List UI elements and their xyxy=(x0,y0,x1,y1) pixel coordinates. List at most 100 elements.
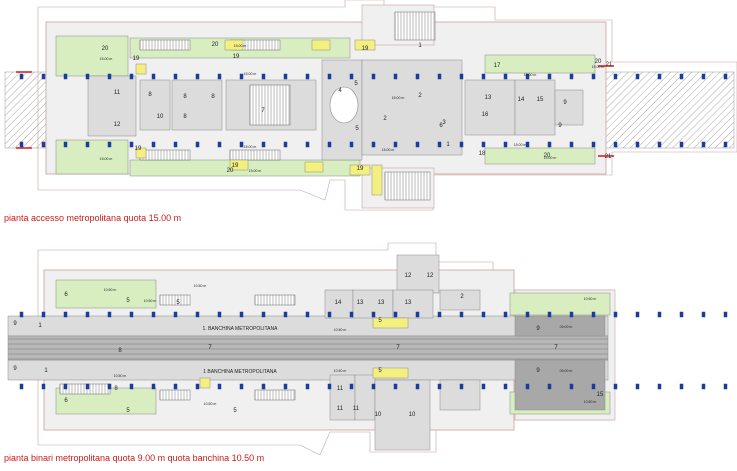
room-number-bottom: 11 xyxy=(337,406,344,412)
room-number-bottom: 2 xyxy=(460,294,464,300)
room-number-bottom: 13 xyxy=(405,300,412,306)
room-top-1 xyxy=(139,79,171,131)
room-number-top: 20 xyxy=(102,46,109,52)
room-number-bottom: 8 xyxy=(114,386,118,392)
room-number-top: 19 xyxy=(135,146,142,152)
lift-top-5 xyxy=(349,164,371,176)
column-bottom xyxy=(547,383,552,390)
room-bottom-s-0 xyxy=(329,374,356,421)
room-number-top: 19 xyxy=(357,166,364,172)
column-top xyxy=(569,73,574,80)
column-top xyxy=(151,73,156,80)
column-bottom xyxy=(437,383,442,390)
column-bottom xyxy=(393,311,398,318)
column-top xyxy=(195,73,200,80)
outline-access-level xyxy=(37,0,737,211)
column-bottom xyxy=(371,311,376,318)
zone-green-sw xyxy=(55,139,129,175)
column-bottom xyxy=(107,383,112,390)
column-top xyxy=(283,141,288,148)
column-top xyxy=(437,141,442,148)
lift-bottom-2 xyxy=(199,377,211,389)
room-number-bottom: 5 xyxy=(378,318,382,324)
room-number-top: 15 xyxy=(537,97,544,103)
level-tag-top: 15.00 m xyxy=(244,72,257,76)
column-bottom xyxy=(701,311,706,318)
column-bottom xyxy=(129,311,134,318)
column-top xyxy=(41,73,46,80)
column-top xyxy=(591,73,596,80)
room-number-bottom: 7 xyxy=(396,345,400,351)
column-top xyxy=(239,73,244,80)
room-bottom-n-3 xyxy=(392,289,434,319)
level-tag-top: 15.00 m xyxy=(544,156,557,160)
room-number-top: 20 xyxy=(227,168,234,174)
stair-top-2 xyxy=(139,39,191,51)
room-number-bottom: 10 xyxy=(375,412,382,418)
column-bottom xyxy=(151,383,156,390)
room-number-top: 1 xyxy=(446,142,450,148)
column-bottom xyxy=(723,311,728,318)
room-number-top: 11 xyxy=(114,90,121,96)
column-top xyxy=(547,141,552,148)
central-void xyxy=(329,86,359,124)
level-tag-top: 15.00 m xyxy=(524,73,537,77)
room-number-top: 2 xyxy=(383,116,387,122)
hatch-west-top xyxy=(4,71,48,149)
column-top xyxy=(723,141,728,148)
room-number-top: 5 xyxy=(355,126,359,132)
room-number-top: 6 xyxy=(439,123,443,129)
platform-end-upper xyxy=(514,315,606,337)
column-top xyxy=(393,141,398,148)
room-top-7 xyxy=(514,79,556,136)
column-bottom xyxy=(547,311,552,318)
column-bottom xyxy=(239,311,244,318)
level-tag-top: 15.00 m xyxy=(392,96,405,100)
column-top xyxy=(217,73,222,80)
room-number-top: 21 xyxy=(605,154,612,160)
column-top xyxy=(635,141,640,148)
track-bed xyxy=(7,335,609,361)
column-top xyxy=(129,141,134,148)
column-bottom xyxy=(283,383,288,390)
column-top xyxy=(657,141,662,148)
column-top xyxy=(173,73,178,80)
column-top xyxy=(481,73,486,80)
column-top xyxy=(503,141,508,148)
column-top xyxy=(85,141,90,148)
column-bottom xyxy=(679,311,684,318)
column-top xyxy=(415,141,420,148)
room-number-bottom: 13 xyxy=(357,300,364,306)
level-tag-bottom: 09.00 m xyxy=(560,325,573,329)
room-bottom-n-0 xyxy=(396,254,440,294)
column-top xyxy=(503,73,508,80)
column-bottom xyxy=(393,383,398,390)
level-tag-top: 15.00 m xyxy=(514,143,527,147)
room-number-top: 20 xyxy=(595,59,602,65)
column-bottom xyxy=(173,311,178,318)
lift-top-7 xyxy=(304,161,324,173)
room-number-bottom: 8 xyxy=(118,348,122,354)
room-number-top: 4 xyxy=(338,88,342,94)
column-bottom xyxy=(613,383,618,390)
column-bottom xyxy=(305,383,310,390)
lift-top-6 xyxy=(311,39,331,51)
column-top xyxy=(701,73,706,80)
lift-top-0 xyxy=(135,63,147,75)
column-bottom xyxy=(19,383,24,390)
stair-top-1 xyxy=(384,171,431,201)
room-number-top: 19 xyxy=(233,54,240,60)
room-number-top: 16 xyxy=(482,112,489,118)
column-bottom xyxy=(591,383,596,390)
column-bottom xyxy=(723,383,728,390)
room-top-6 xyxy=(464,79,516,136)
level-tag-top: 15.00 m xyxy=(244,145,257,149)
room-number-top: 8 xyxy=(211,94,215,100)
column-top xyxy=(19,73,24,80)
column-bottom xyxy=(173,383,178,390)
column-top xyxy=(525,73,530,80)
room-number-top: 13 xyxy=(485,95,492,101)
column-bottom xyxy=(327,311,332,318)
column-top xyxy=(107,141,112,148)
